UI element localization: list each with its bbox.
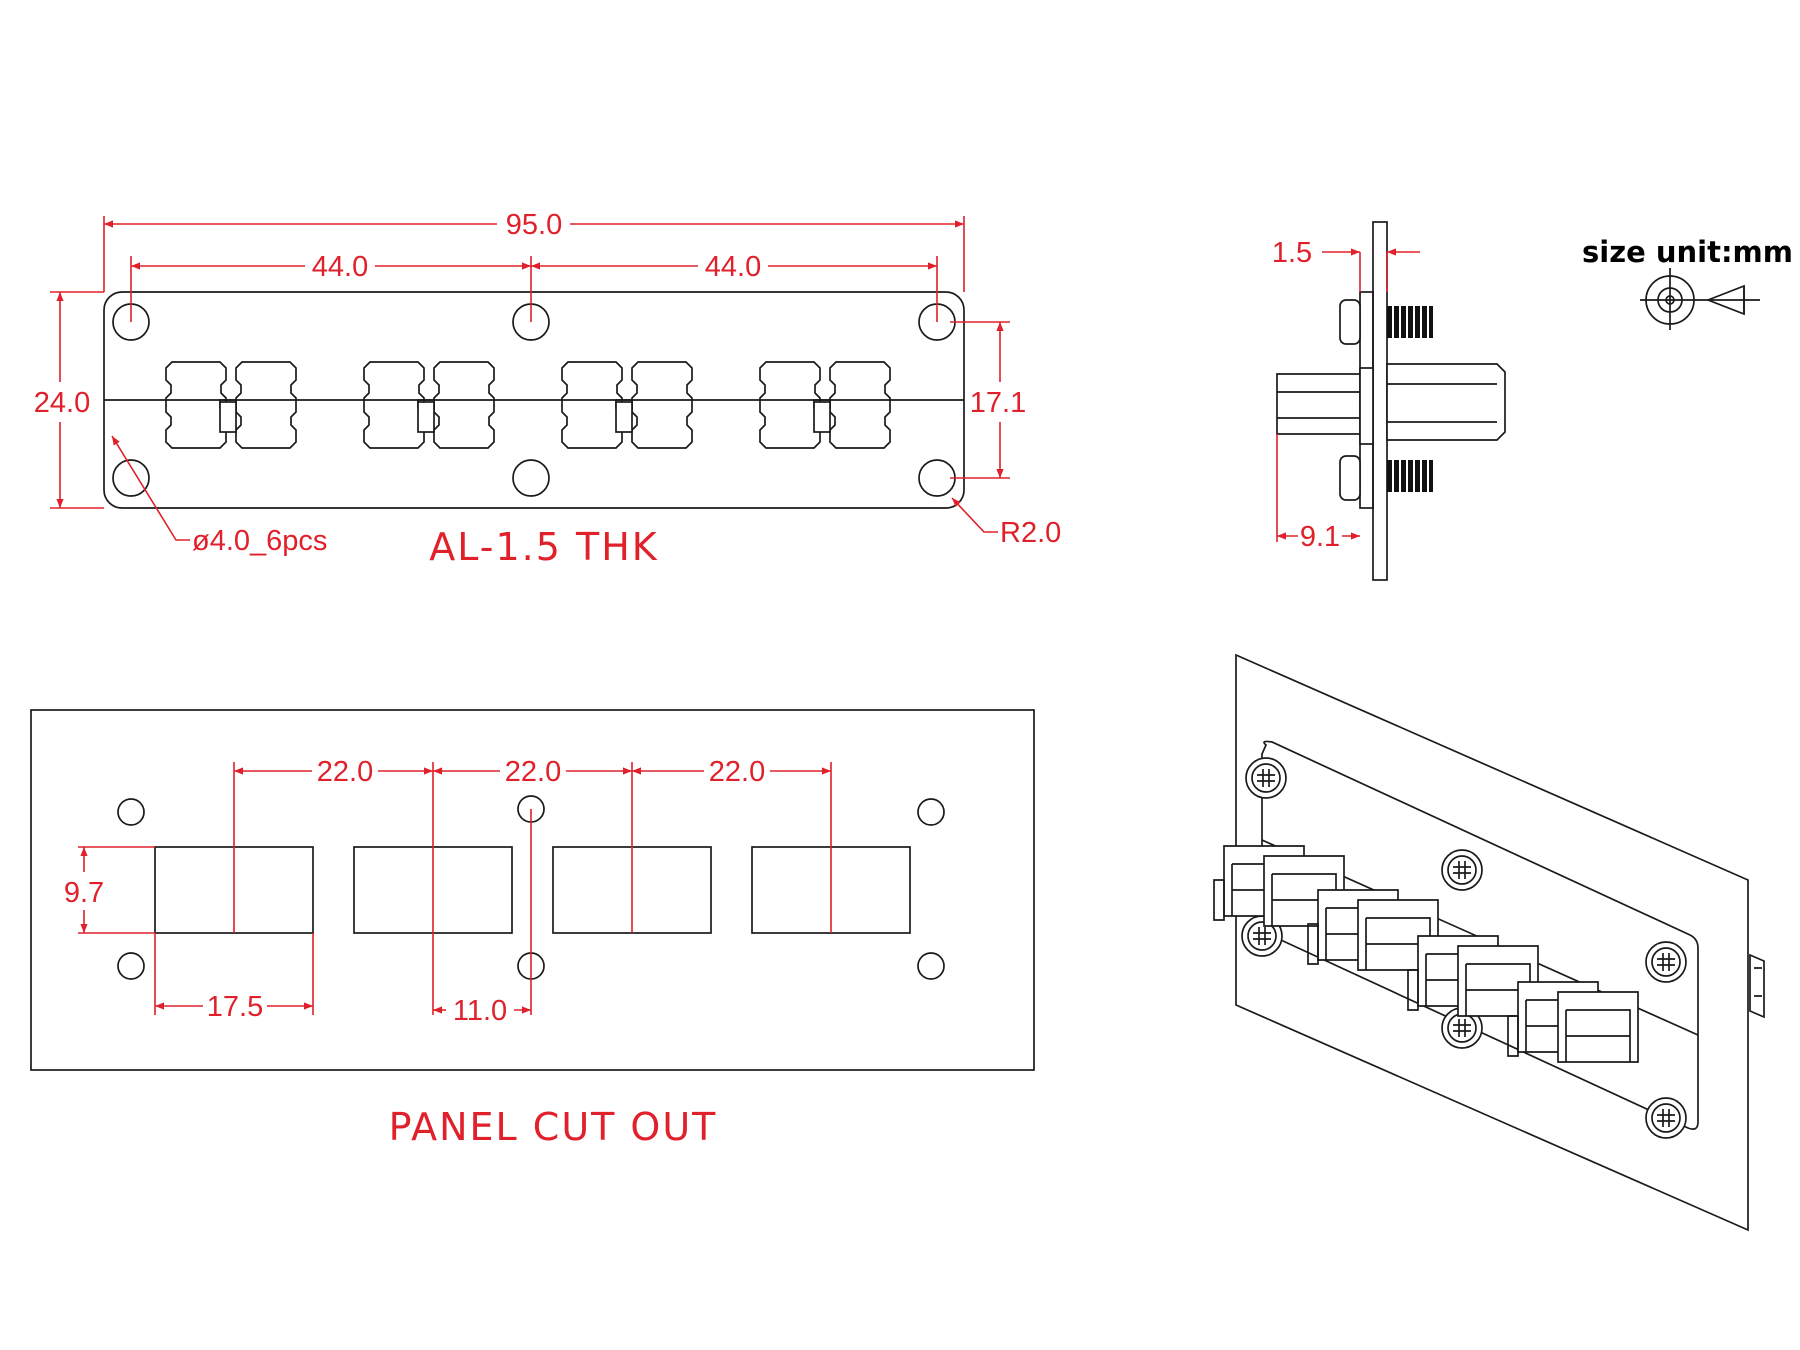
cutout-hole xyxy=(117,798,145,826)
panel-cutout-view: 22.0 22.0 22.0 9.7 17.5 11.0 PANEL CUT O… xyxy=(30,709,1035,1149)
dim-thickness: 1.5 xyxy=(1272,237,1312,269)
dim-depth: 9.1 xyxy=(1300,521,1340,553)
dim-pitch-3: 22.0 xyxy=(709,756,765,788)
side-view: 1.5 9.1 xyxy=(1272,221,1506,581)
mounting-hole xyxy=(512,459,550,497)
dim-overall-width: 95.0 xyxy=(506,209,562,241)
cutout-hole xyxy=(917,798,945,826)
port-cutout-pair xyxy=(165,361,297,449)
iso-screw xyxy=(1645,941,1687,983)
mounting-hole xyxy=(918,459,956,497)
isometric-view xyxy=(1213,653,1765,1232)
dim-hole-vertical-spacing: 17.1 xyxy=(970,387,1026,419)
dim-hole-spacing-right: 44.0 xyxy=(705,251,761,283)
threaded-stud xyxy=(1387,460,1433,492)
port-cutout-pair xyxy=(363,361,495,449)
dim-pitch-2: 22.0 xyxy=(505,756,561,788)
front-view: 95.0 44.0 44.0 24.0 17.1 ø4.0_6pcs R2.0 … xyxy=(34,209,1061,569)
threaded-stud xyxy=(1387,306,1433,338)
dim-cut-width: 17.5 xyxy=(207,991,263,1023)
side-plate xyxy=(1372,221,1388,581)
dim-cut-height: 9.7 xyxy=(64,877,104,909)
cutout-title: PANEL CUT OUT xyxy=(389,1105,718,1149)
size-unit-label: size unit:mm xyxy=(1582,235,1793,269)
projection-symbol-icon xyxy=(1640,268,1760,330)
dim-pitch-1: 22.0 xyxy=(317,756,373,788)
dim-height: 24.0 xyxy=(34,387,90,419)
port-cutout-pair xyxy=(561,361,693,449)
mounting-hole xyxy=(112,459,150,497)
cutout-panel-outline xyxy=(30,709,1035,1071)
iso-screw xyxy=(1645,1097,1687,1139)
material-note: AL-1.5 THK xyxy=(429,525,658,569)
port-cutout-pair xyxy=(759,361,891,449)
iso-screw xyxy=(1441,849,1483,891)
dim-hole-spacing-left: 44.0 xyxy=(312,251,368,283)
dim-hole-diameter: ø4.0_6pcs xyxy=(192,525,327,557)
dim-corner-radius: R2.0 xyxy=(1000,517,1061,549)
cutout-hole xyxy=(117,952,145,980)
dim-hole-offset: 11.0 xyxy=(453,995,507,1027)
iso-screw xyxy=(1245,757,1287,799)
iso-connector-pair xyxy=(1507,981,1639,1063)
cutout-hole xyxy=(917,952,945,980)
